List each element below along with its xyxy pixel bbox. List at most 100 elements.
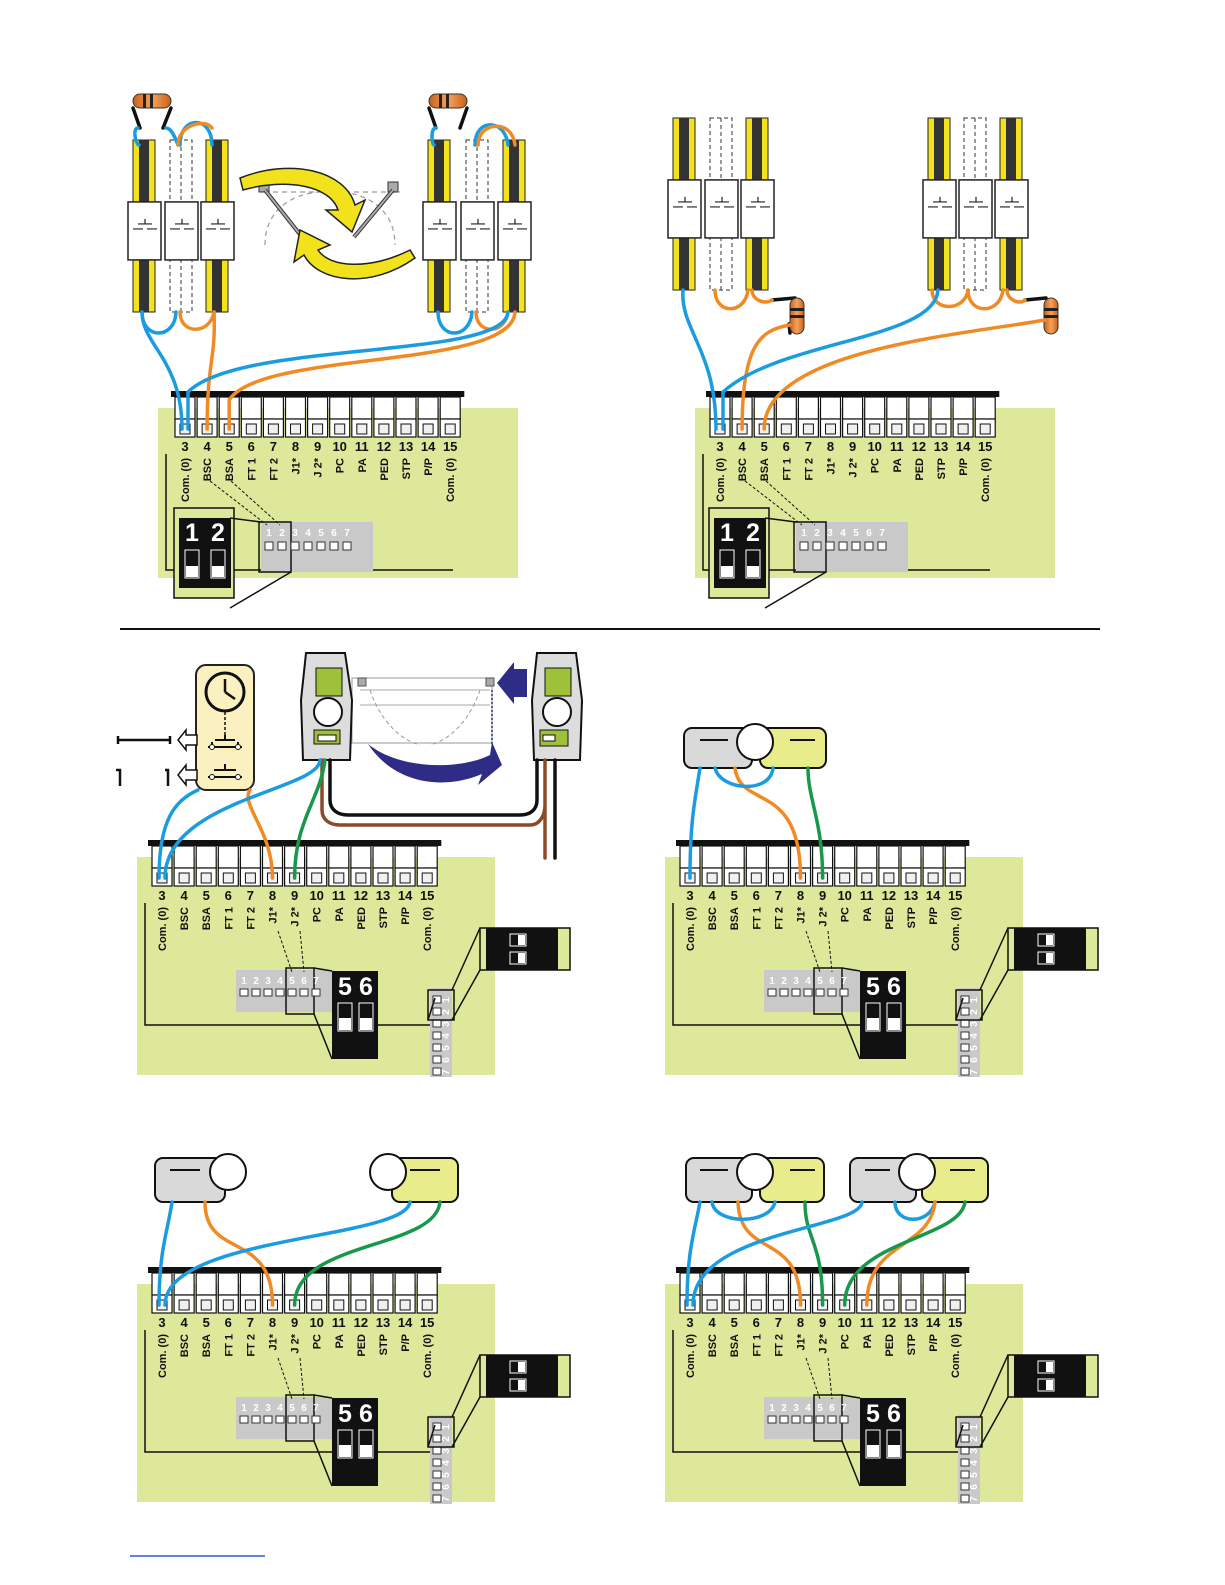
dip-number: 6 <box>866 528 872 539</box>
terminal-label: Com. (0) <box>445 458 457 502</box>
terminal-number: 8 <box>797 1315 804 1330</box>
terminal-6: 6FT 1 <box>240 396 262 481</box>
terminal-number: 12 <box>354 888 368 903</box>
terminal-number: 7 <box>775 888 782 903</box>
terminal-number: 9 <box>291 888 298 903</box>
dip-number: 6 <box>441 1484 452 1490</box>
terminal-label: FT 1 <box>751 1334 763 1357</box>
dip-number: 7 <box>441 1496 452 1502</box>
terminal-number: 9 <box>314 439 321 454</box>
terminal-label: PC <box>335 458 347 473</box>
terminal-label: P/P <box>928 907 940 925</box>
dip-number: 4 <box>969 1033 980 1039</box>
terminal-number: 10 <box>309 1315 323 1330</box>
terminal-6: 6FT 1 <box>217 845 239 930</box>
terminal-label: P/P <box>958 458 970 476</box>
terminal-label: FT 1 <box>246 458 258 481</box>
terminal-label: PA <box>862 907 874 922</box>
photocell-pair <box>685 1153 989 1203</box>
dip-number: 7 <box>969 1496 980 1502</box>
photocell-icon <box>299 652 354 761</box>
terminal-label: Com. (0) <box>157 907 169 951</box>
terminal-number: 7 <box>247 1315 254 1330</box>
terminal-number: 14 <box>421 439 436 454</box>
terminal-number: 6 <box>753 1315 760 1330</box>
safety-edge-icon <box>704 117 739 291</box>
terminal-number: 3 <box>181 439 188 454</box>
terminal-label: J 2* <box>290 906 302 926</box>
terminal-number: 12 <box>882 1315 896 1330</box>
dip-number: 5 <box>969 1045 980 1051</box>
dip-number: 1 <box>969 1424 980 1430</box>
terminal-number: 3 <box>686 888 693 903</box>
terminal-number: 3 <box>158 888 165 903</box>
terminal-number: 14 <box>956 439 971 454</box>
terminal-number: 6 <box>225 1315 232 1330</box>
dip-number: 7 <box>313 976 319 987</box>
dip-number: 4 <box>305 528 311 539</box>
terminal-7: 7FT 2 <box>262 396 284 481</box>
arrow-icon <box>368 742 502 785</box>
safety-edge-icon <box>164 139 199 313</box>
terminal-label: FT 1 <box>223 907 235 930</box>
terminal-number: 5 <box>203 888 210 903</box>
dip-number: 2 <box>781 976 787 987</box>
dip-number: 5 <box>853 528 859 539</box>
terminal-14: 14P/P <box>922 1272 944 1352</box>
terminal-label: PC <box>312 1334 324 1349</box>
terminal-number: 4 <box>180 1315 188 1330</box>
terminal-label: P/P <box>400 1334 412 1352</box>
terminal-label: J1* <box>291 457 303 474</box>
terminal-label: FT 1 <box>223 1334 235 1357</box>
terminal-number: 14 <box>926 888 941 903</box>
dip-number: 7 <box>344 528 350 539</box>
dip-number: 2 <box>969 1009 980 1015</box>
dip-number: 1 <box>801 528 807 539</box>
dip-number: 7 <box>841 976 847 987</box>
terminal-label: J 2* <box>848 457 860 477</box>
dip-number: 3 <box>441 1021 452 1027</box>
terminal-number: 4 <box>708 888 716 903</box>
dip-number: 4 <box>441 1033 452 1039</box>
terminal-number: 11 <box>860 888 874 903</box>
terminal-number: 4 <box>180 888 188 903</box>
terminal-label: BSA <box>759 458 771 481</box>
terminal-number: 11 <box>890 439 904 454</box>
terminal-number: 4 <box>203 439 211 454</box>
terminal-number: 13 <box>399 439 413 454</box>
terminal-number: 5 <box>203 1315 210 1330</box>
dip-number: 5 <box>441 1472 452 1478</box>
terminal-label: STP <box>378 907 390 928</box>
terminal-label: BSC <box>179 1334 191 1357</box>
terminal-label: STP <box>401 458 413 479</box>
terminal-number: 11 <box>355 439 369 454</box>
terminal-number: 13 <box>904 888 918 903</box>
safety-edge-icon <box>460 139 495 313</box>
gate-motion-arrows <box>239 167 417 280</box>
terminal-label: Com. (0) <box>157 1334 169 1378</box>
terminal-number: 9 <box>291 1315 298 1330</box>
terminal-number: 12 <box>354 1315 368 1330</box>
dip-number: 1 <box>266 528 272 539</box>
resistor-icon <box>427 93 469 130</box>
terminal-label: PA <box>862 1334 874 1349</box>
terminal-14: 14P/P <box>922 845 944 925</box>
terminal-number: 8 <box>797 888 804 903</box>
safety-edge-icon <box>667 117 702 291</box>
dip-number: 4 <box>840 528 846 539</box>
terminal-number: 15 <box>420 888 434 903</box>
arrow-icon <box>497 662 527 704</box>
safety-edge-icon <box>497 139 532 313</box>
